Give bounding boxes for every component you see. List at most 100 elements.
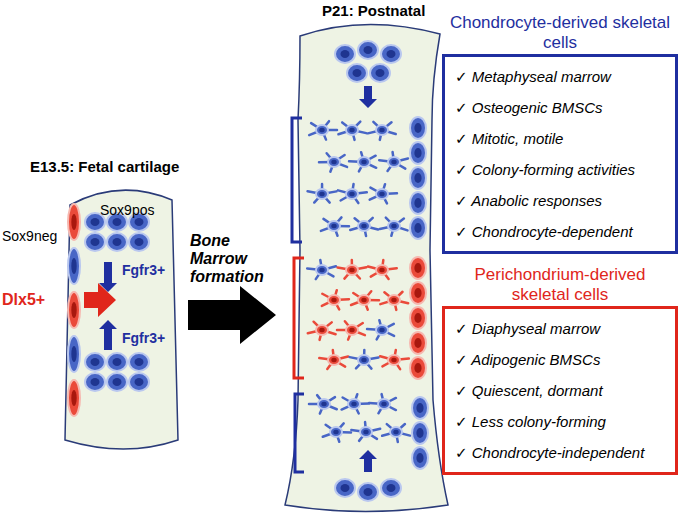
nucleus [387,50,396,58]
postnatal-bone [285,24,448,511]
nucleus [414,223,421,233]
cell [68,380,80,416]
cell [129,353,149,371]
bracket [294,258,304,378]
cell [376,265,388,275]
nucleus [135,238,144,246]
nucleus [414,288,421,298]
cell [412,422,428,444]
nucleus [414,263,421,273]
cell [412,447,428,469]
cell [129,373,149,391]
nucleus [349,268,354,273]
cell [410,117,426,139]
cell [358,295,370,305]
nucleus [414,338,421,348]
cell [410,282,426,304]
nucleus [393,430,398,435]
cell [390,427,402,437]
nucleus [353,69,362,77]
label: Dlx5+ [2,291,45,309]
cell [410,217,426,239]
cell [107,353,127,371]
nucleus [113,218,122,226]
nucleus [416,453,423,463]
label: P21: Postnatal [322,2,425,19]
cell [410,332,426,354]
nucleus [91,358,100,366]
nucleus [321,402,326,407]
nucleus [381,402,386,407]
nucleus [349,192,354,197]
trait-item: ✓ Colony-forming activities [455,154,665,185]
cell [410,142,426,164]
cell [388,355,400,365]
nucleus [376,69,385,77]
arrow [99,320,117,350]
nucleus [135,218,144,226]
cell [335,45,355,63]
cell [328,221,340,231]
nucleus [379,328,384,333]
cell [360,427,372,437]
nucleus [71,214,76,230]
cell [358,483,378,501]
trait-item: ✓ Quiescent, dormant [455,375,665,406]
fetal-cartilage [65,190,178,449]
cell [358,355,370,365]
nucleus [71,346,76,362]
nucleus [379,128,384,133]
label: E13.5: Fetal cartilage [30,158,179,175]
trait-box: Perichondrium-derived skeletal cells✓ Di… [442,306,678,475]
cell [358,221,370,231]
cell [346,265,358,275]
cell [376,125,388,135]
trait-item: ✓ Mitotic, motile [455,123,665,154]
nucleus [349,128,354,133]
nucleus [391,160,396,165]
cell [335,479,355,497]
cell [85,353,105,371]
nucleus [379,268,384,273]
trait-item: ✓ Chondrocyte-independent [455,437,665,468]
nucleus [351,402,356,407]
nucleus [364,488,373,496]
nucleus [414,173,421,183]
nucleus [414,363,421,373]
trait-item: ✓ Chondrocyte-dependent [455,216,665,247]
nucleus [361,224,366,229]
nucleus [414,313,421,323]
cell [68,204,80,240]
nucleus [341,484,350,492]
arrow [359,450,377,472]
cell [85,233,105,251]
label: Sox9neg [2,228,57,244]
trait-item: ✓ Metaphyseal marrow [455,61,665,92]
nucleus [91,218,100,226]
cell [410,357,426,379]
nucleus [414,148,421,158]
bracket [295,394,304,472]
cell [370,64,390,82]
nucleus [71,258,76,274]
cell [68,336,80,372]
trait-item: ✓ Anabolic responses [455,185,665,216]
nucleus [391,298,396,303]
cell [410,257,426,279]
cell [316,325,328,335]
nucleus [333,430,338,435]
nucleus [319,128,324,133]
arrow [84,283,116,317]
cell [410,167,426,189]
trait-box: Chondrocyte-derived skeletal cells✓ Meta… [442,54,678,254]
cell [410,192,426,214]
nucleus [91,238,100,246]
cell [316,189,328,199]
cell [388,295,400,305]
cell [381,479,401,497]
cell [347,64,367,82]
nucleus [391,358,396,363]
cell [68,292,80,328]
nucleus [361,160,366,165]
nucleus [135,378,144,386]
